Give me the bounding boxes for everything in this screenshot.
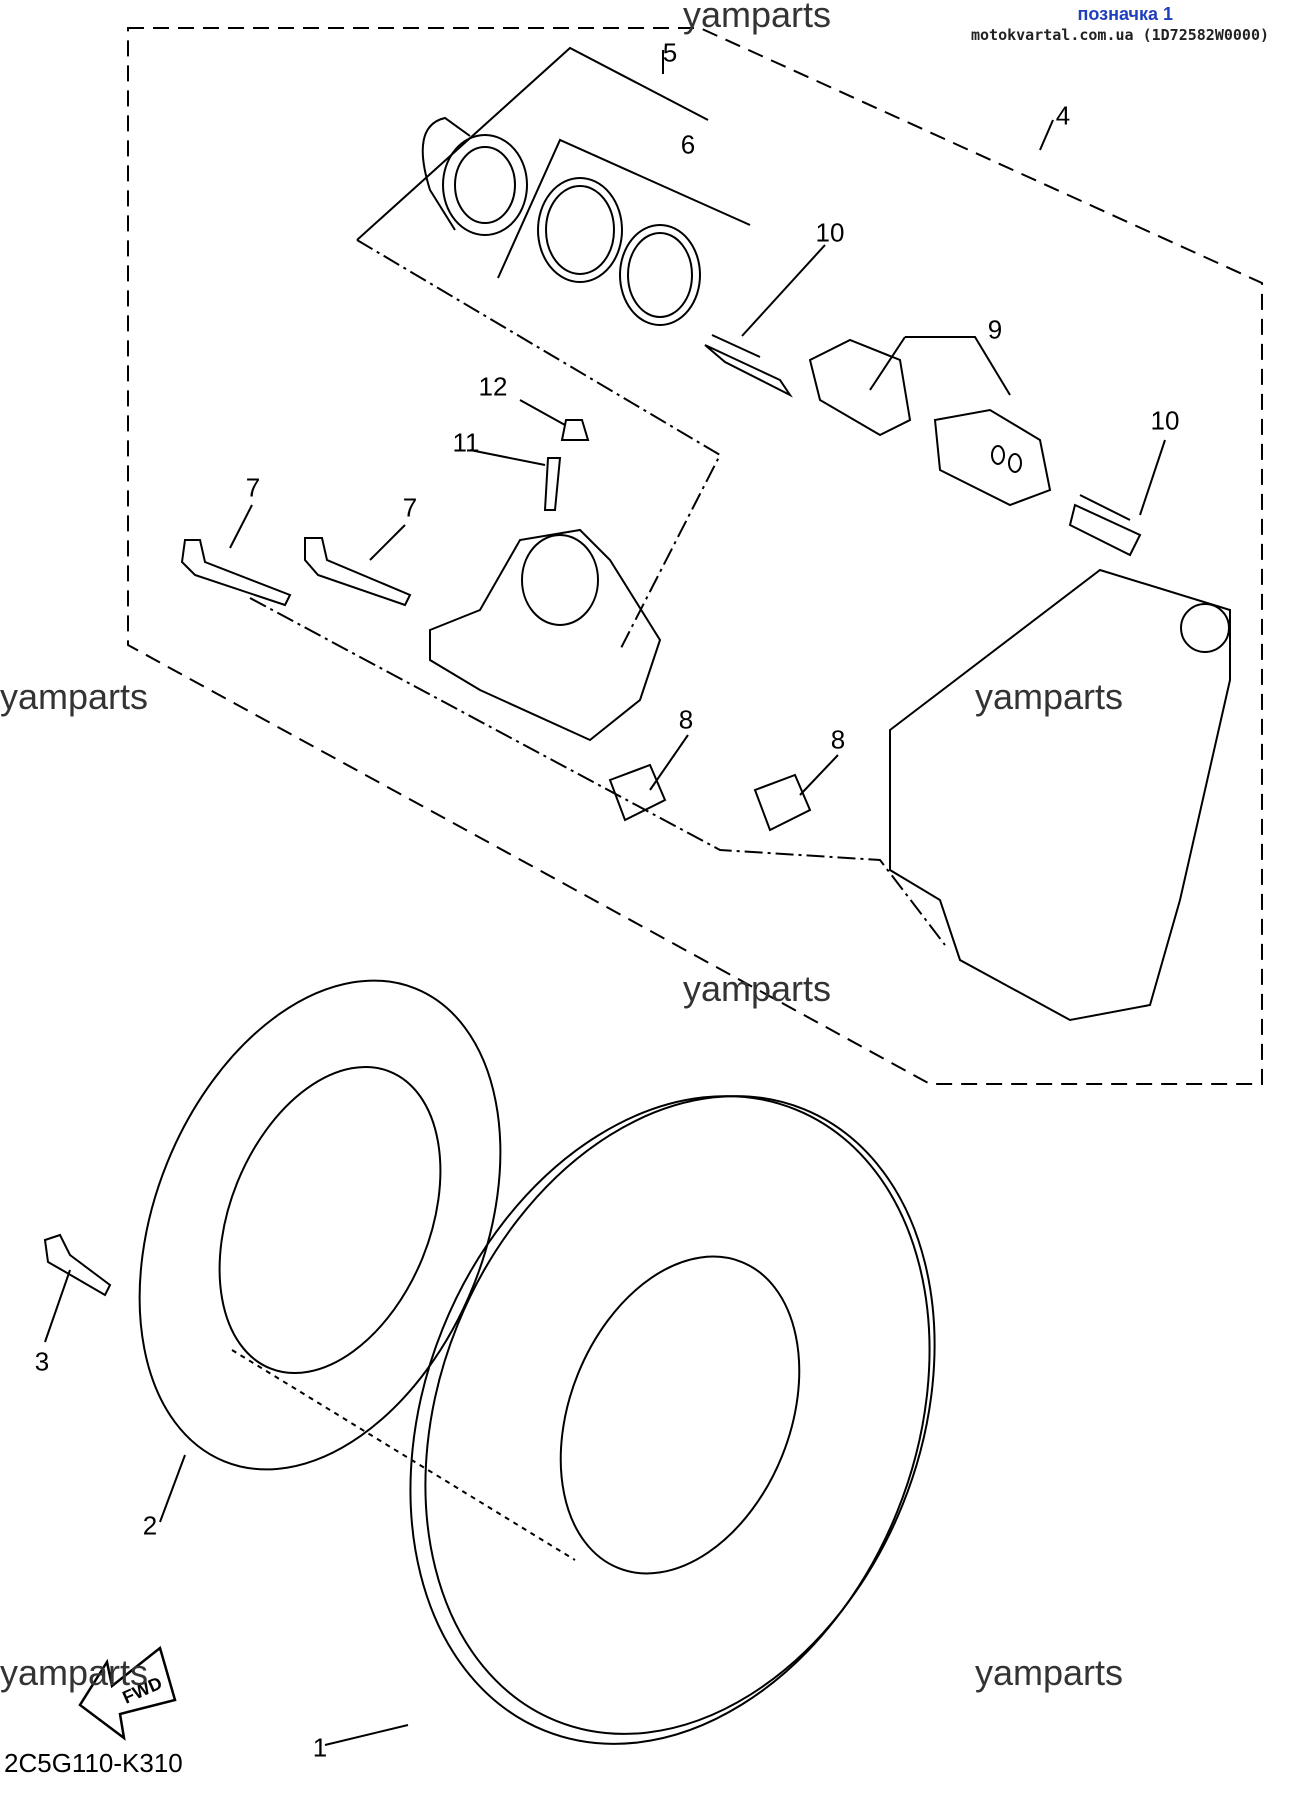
bracket-5 [356,46,709,241]
bleed-cap [560,419,590,441]
brake-pad [808,338,912,437]
callout-12: 12 [478,371,508,402]
piston [421,116,528,236]
diagram-code: 2C5G110-K310 [4,1748,183,1778]
callout-8: 8 [830,724,846,755]
callout-2: 2 [142,1510,158,1541]
callout-10: 10 [1150,405,1180,436]
seal-ring [537,177,701,326]
caliper-body [429,528,662,742]
callout-4: 4 [1055,100,1071,131]
callout-3: 3 [34,1346,50,1377]
watermark: yamparts [0,676,149,717]
watermark: yamparts [0,1652,149,1693]
callout-10: 10 [815,217,845,248]
assembly-boundary [127,27,1263,1085]
callout-9: 9 [987,314,1003,345]
slide-pin [180,539,292,607]
callout-8: 8 [678,704,694,735]
caliper-bracket [889,568,1231,1022]
callout-7: 7 [402,492,418,523]
fwd-arrow-icon [78,1645,177,1741]
disc-bolt [43,1233,112,1297]
bleed-screw [543,457,562,511]
watermark: yamparts [683,968,832,1009]
disc-spacer [138,979,502,1471]
slide-pin [304,537,412,607]
callout-7: 7 [245,472,261,503]
watermark: yamparts [975,676,1124,717]
bracket-6 [497,138,751,279]
pin-boot [608,763,667,822]
pad-spring [704,334,793,398]
callout-6: 6 [680,129,696,160]
callout-11: 11 [452,427,480,458]
callout-1: 1 [312,1732,328,1763]
pin-boot [753,773,812,832]
brake-disc [409,1095,936,1745]
brake-pad [933,408,1052,507]
watermark: yamparts [975,1652,1124,1693]
header-site: motokvartal.com.ua (1D72582W0000) [970,26,1269,44]
header-title: позначка 1 [1077,4,1174,24]
callout-5: 5 [662,37,678,68]
pad-spring [1068,494,1142,557]
watermark: yamparts [683,0,832,35]
